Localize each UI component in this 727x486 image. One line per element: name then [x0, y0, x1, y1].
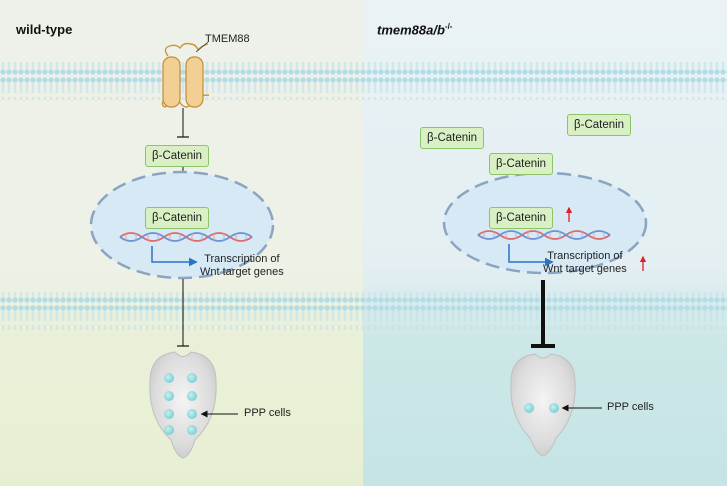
- ppp-organ-left: [149, 351, 217, 459]
- mutant-gene-name: tmem88a/b: [377, 22, 445, 38]
- ppp-organ-right: [510, 353, 576, 457]
- beta-catenin-cytoplasm-right: β-Catenin: [489, 153, 554, 175]
- wild-type-title: wild-type: [16, 22, 73, 37]
- mutant-title: tmem88a/b-/-: [377, 22, 452, 37]
- transcription-line1-right: Transcription of: [547, 250, 623, 262]
- beta-catenin-cytoplasm-left: β-Catenin: [145, 145, 210, 167]
- beta-catenin-nucleus-left: β-Catenin: [145, 207, 210, 229]
- tmem88-label: TMEM88: [205, 33, 250, 45]
- ppp-cells-label-right: PPP cells: [607, 401, 654, 413]
- transcription-line2-right: Wnt target genes: [543, 263, 627, 275]
- beta-catenin-free-2: β-Catenin: [567, 114, 632, 136]
- mutant-genotype-sup: -/-: [444, 22, 453, 31]
- transcription-line2-left: Wnt target genes: [200, 266, 284, 278]
- top-membrane: [0, 62, 727, 100]
- beta-catenin-nucleus-right: β-Catenin: [489, 207, 554, 229]
- bottom-membrane: [0, 292, 727, 330]
- transcription-arrow-right: [508, 244, 554, 267]
- tmem88-protein: [161, 41, 210, 108]
- beta-catenin-free-1: β-Catenin: [420, 127, 485, 149]
- transcription-line1-left: Transcription of: [204, 253, 280, 265]
- dna-helix-left: [119, 232, 253, 242]
- dna-helix-right: [477, 230, 611, 240]
- ppp-cells-label-left: PPP cells: [244, 407, 291, 419]
- transcription-arrow-left: [151, 246, 198, 267]
